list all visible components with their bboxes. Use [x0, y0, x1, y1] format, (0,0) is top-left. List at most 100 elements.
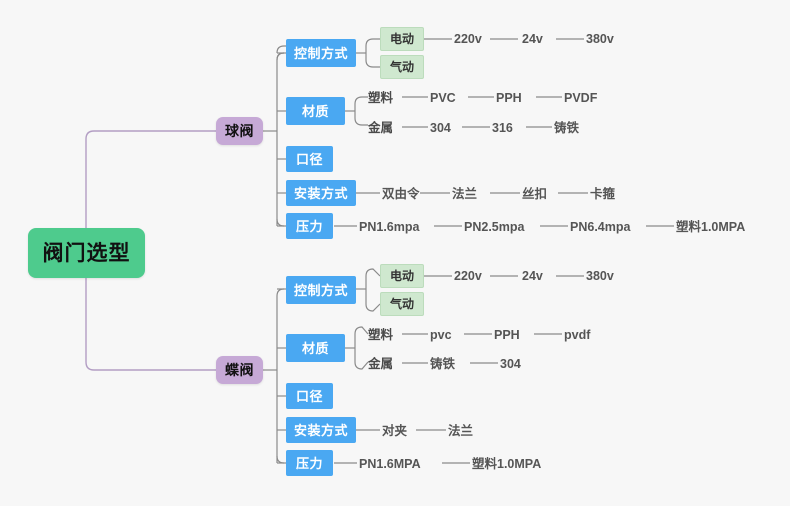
leaf-node-voltage-220v[interactable]: 220v	[454, 268, 494, 284]
attribute-node-label: 控制方式	[293, 282, 348, 298]
leaf-node-pn16mpa[interactable]: PN1.6MPA	[359, 456, 441, 472]
attribute-node-label: 材质	[301, 340, 329, 356]
leaf-node-label: 铸铁	[430, 356, 456, 371]
leaf-node-label: 220v	[454, 268, 482, 283]
leaf-node-plastic-10mpa[interactable]: 塑料1.0MPA	[472, 456, 568, 472]
root-node[interactable]: 阀门选型	[28, 228, 145, 278]
leaf-node-label: PPH	[494, 327, 520, 342]
leaf-node-voltage-24v[interactable]: 24v	[522, 268, 558, 284]
attribute-node-label: 控制方式	[293, 45, 348, 61]
group-node-label: 金属	[368, 120, 394, 135]
leaf-node-cast-iron[interactable]: 铸铁	[554, 120, 590, 136]
leaf-node-label: PN1.6mpa	[359, 219, 420, 234]
leaf-node-pn64mpa[interactable]: PN6.4mpa	[570, 219, 646, 235]
group-node-label: 塑料	[368, 327, 394, 342]
leaf-node-label: PN2.5mpa	[464, 219, 525, 234]
leaf-node-label: 380v	[586, 268, 614, 283]
leaf-node-pn25mpa[interactable]: PN2.5mpa	[464, 219, 540, 235]
attribute-node-diameter[interactable]: 口径	[286, 146, 333, 172]
leaf-node-label: 316	[492, 120, 513, 135]
leaf-node-plastic-10mpa[interactable]: 塑料1.0MPA	[676, 219, 772, 235]
group-node-plastic[interactable]: 塑料	[368, 90, 404, 106]
leaf-node-label: 铸铁	[554, 120, 580, 135]
leaf-node-pvdf[interactable]: PVDF	[564, 90, 608, 106]
attribute-node-label: 安装方式	[293, 422, 348, 438]
leaf-node-label: 塑料1.0MPA	[676, 219, 746, 234]
attribute-node-material[interactable]: 材质	[286, 334, 345, 362]
branch-node-diefa[interactable]: 蝶阀	[216, 356, 263, 384]
leaf-node-304[interactable]: 304	[430, 120, 462, 136]
branch-node-label: 球阀	[225, 123, 254, 139]
leaf-node-pph[interactable]: PPH	[494, 327, 532, 343]
attribute-node-label: 压力	[295, 455, 323, 471]
attribute-node-installation[interactable]: 安装方式	[286, 180, 356, 206]
attribute-node-label: 安装方式	[293, 185, 348, 201]
leaf-node-voltage-380v[interactable]: 380v	[586, 268, 626, 284]
chip-node-electric[interactable]: 电动	[380, 264, 424, 288]
leaf-node-label: 丝扣	[522, 186, 548, 201]
leaf-node-cast-iron[interactable]: 铸铁	[430, 356, 470, 372]
chip-node-label: 气动	[389, 60, 414, 74]
chip-node-label: 气动	[389, 297, 414, 311]
leaf-node-label: 法兰	[448, 423, 474, 438]
leaf-node-flange[interactable]: 法兰	[448, 423, 484, 439]
attribute-node-label: 口径	[295, 151, 323, 167]
branch-node-qiufa[interactable]: 球阀	[216, 117, 263, 145]
leaf-node-pvdf[interactable]: pvdf	[564, 327, 608, 343]
leaf-node-316[interactable]: 316	[492, 120, 524, 136]
leaf-node-label: 220v	[454, 31, 482, 46]
attribute-node-label: 口径	[295, 388, 323, 404]
leaf-node-label: 304	[500, 356, 521, 371]
leaf-node-voltage-380v[interactable]: 380v	[586, 31, 626, 47]
attribute-node-label: 压力	[295, 218, 323, 234]
leaf-node-wafer[interactable]: 对夹	[382, 423, 418, 439]
root-node-label: 阀门选型	[42, 241, 131, 265]
attribute-node-control-method[interactable]: 控制方式	[286, 39, 356, 67]
leaf-node-shuangyouling[interactable]: 双由令	[382, 186, 430, 202]
attribute-node-control-method[interactable]: 控制方式	[286, 276, 356, 304]
leaf-node-label: pvc	[430, 327, 452, 342]
leaf-node-pvc[interactable]: PVC	[430, 90, 468, 106]
branch-node-label: 蝶阀	[225, 362, 254, 378]
leaf-node-pvc[interactable]: pvc	[430, 327, 466, 343]
chip-node-label: 电动	[389, 269, 414, 283]
leaf-node-label: 24v	[522, 31, 543, 46]
leaf-node-voltage-220v[interactable]: 220v	[454, 31, 494, 47]
leaf-node-label: pvdf	[564, 327, 591, 342]
chip-node-pneumatic[interactable]: 气动	[380, 55, 424, 79]
leaf-node-clamp[interactable]: 卡箍	[590, 186, 626, 202]
leaf-node-label: 24v	[522, 268, 543, 283]
attribute-node-pressure[interactable]: 压力	[286, 213, 333, 239]
leaf-node-label: PVDF	[564, 90, 598, 105]
attribute-node-label: 材质	[301, 103, 329, 119]
leaf-node-label: PN1.6MPA	[359, 456, 421, 471]
chip-node-electric[interactable]: 电动	[380, 27, 424, 51]
leaf-node-label: 380v	[586, 31, 614, 46]
group-node-metal[interactable]: 金属	[368, 356, 404, 372]
group-node-label: 金属	[368, 356, 394, 371]
chip-node-label: 电动	[389, 32, 414, 46]
leaf-node-label: 双由令	[382, 186, 420, 201]
leaf-node-thread[interactable]: 丝扣	[522, 186, 558, 202]
attribute-node-material[interactable]: 材质	[286, 97, 345, 125]
leaf-node-label: PVC	[430, 90, 456, 105]
leaf-node-pph[interactable]: PPH	[496, 90, 534, 106]
leaf-node-label: 304	[430, 120, 451, 135]
group-node-metal[interactable]: 金属	[368, 120, 404, 136]
leaf-node-pn16mpa[interactable]: PN1.6mpa	[359, 219, 435, 235]
leaf-node-voltage-24v[interactable]: 24v	[522, 31, 558, 47]
leaf-node-304[interactable]: 304	[500, 356, 532, 372]
leaf-node-label: PPH	[496, 90, 522, 105]
attribute-node-installation[interactable]: 安装方式	[286, 417, 356, 443]
leaf-node-label: 塑料1.0MPA	[472, 456, 542, 471]
leaf-node-flange[interactable]: 法兰	[452, 186, 488, 202]
attribute-node-pressure[interactable]: 压力	[286, 450, 333, 476]
leaf-node-label: 对夹	[382, 423, 408, 438]
group-node-label: 塑料	[368, 90, 394, 105]
group-node-plastic[interactable]: 塑料	[368, 327, 404, 343]
leaf-node-label: PN6.4mpa	[570, 219, 631, 234]
chip-node-pneumatic[interactable]: 气动	[380, 292, 424, 316]
attribute-node-diameter[interactable]: 口径	[286, 383, 333, 409]
leaf-node-label: 法兰	[452, 186, 478, 201]
